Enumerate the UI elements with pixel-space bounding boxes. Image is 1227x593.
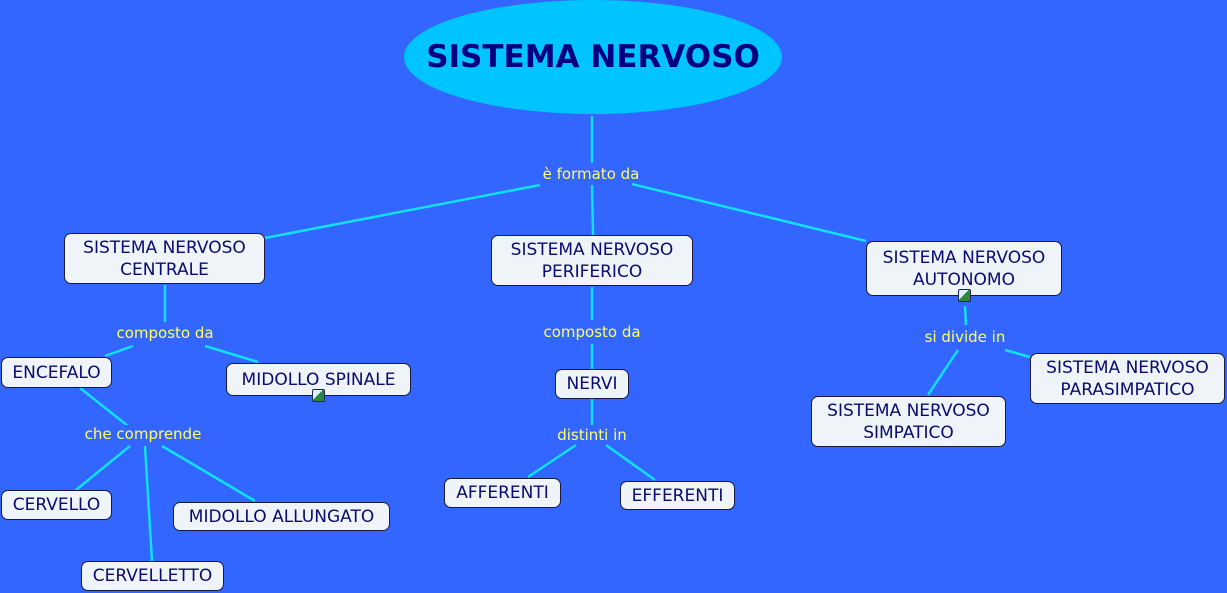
concept-autonomo[interactable]: SISTEMA NERVOSO AUTONOMO xyxy=(866,241,1062,296)
concept-line: PERIFERICO xyxy=(541,261,643,282)
link-label-composto-mid[interactable]: composto da xyxy=(541,323,643,341)
concept-line: SISTEMA NERVOSO xyxy=(1046,357,1209,378)
concept-periferico[interactable]: SISTEMA NERVOSO PERIFERICO xyxy=(491,235,693,286)
concept-line: AUTONOMO xyxy=(913,269,1015,290)
concept-line: SISTEMA NERVOSO xyxy=(827,400,990,421)
concept-line: SISTEMA NERVOSO xyxy=(882,247,1046,268)
link-label-distinti[interactable]: distinti in xyxy=(555,426,629,444)
concept-parasimpatico[interactable]: SISTEMA NERVOSO PARASIMPATICO xyxy=(1030,353,1225,404)
concept-simpatico[interactable]: SISTEMA NERVOSO SIMPATICO xyxy=(811,396,1006,447)
concept-efferenti[interactable]: EFFERENTI xyxy=(620,481,735,510)
link-label-formato[interactable]: è formato da xyxy=(540,165,642,183)
concept-line: CENTRALE xyxy=(120,259,209,280)
concept-midollo-allungato[interactable]: MIDOLLO ALLUNGATO xyxy=(173,502,390,531)
link-label-composto-left[interactable]: composto da xyxy=(114,324,216,342)
concept-line: PARASIMPATICO xyxy=(1060,379,1195,400)
link-label-comprende[interactable]: che comprende xyxy=(82,425,204,443)
concept-nervi[interactable]: NERVI xyxy=(555,369,629,399)
concept-cervelletto[interactable]: CERVELLETTO xyxy=(81,561,224,591)
concept-line: SISTEMA NERVOSO xyxy=(83,237,246,258)
concept-encefalo[interactable]: ENCEFALO xyxy=(1,357,112,388)
image-attachment-icon[interactable] xyxy=(958,289,971,302)
image-attachment-icon[interactable] xyxy=(312,389,325,402)
concept-line: SISTEMA NERVOSO xyxy=(510,239,674,260)
concept-centrale[interactable]: SISTEMA NERVOSO CENTRALE xyxy=(64,233,265,284)
root-concept-title[interactable]: SISTEMA NERVOSO xyxy=(404,0,782,114)
concept-afferenti[interactable]: AFFERENTI xyxy=(444,478,561,508)
concept-line: SIMPATICO xyxy=(863,422,954,443)
link-label-divide[interactable]: si divide in xyxy=(922,328,1008,346)
concept-cervello[interactable]: CERVELLO xyxy=(1,490,112,520)
